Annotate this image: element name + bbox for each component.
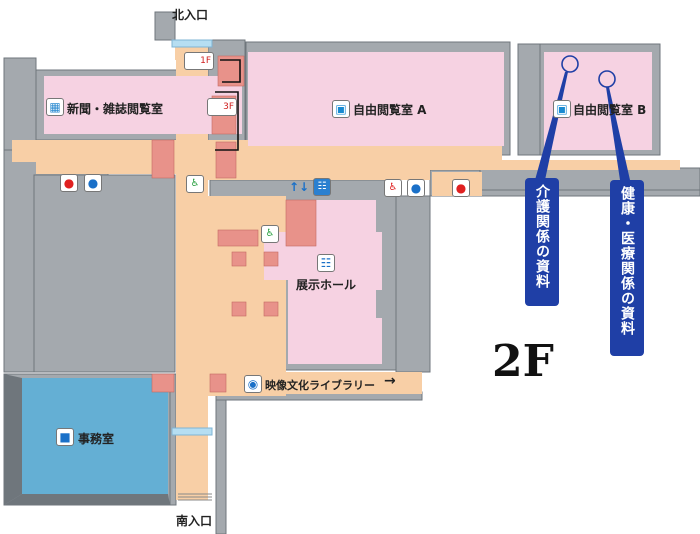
mens-restroom-icon: ● (84, 174, 102, 192)
newspaper-icon: ▦ (46, 98, 64, 116)
reading-room-icon: ▣ (553, 100, 571, 118)
room-reading-a[interactable] (248, 52, 504, 146)
callout-marker-1[interactable] (561, 55, 579, 73)
north-entrance-glass (171, 39, 213, 48)
room-reading-b[interactable] (544, 52, 652, 150)
elevator-arrows: ↑↓ (289, 180, 310, 194)
womens-restroom-icon: ● (60, 174, 78, 192)
south-entrance-steps (178, 493, 212, 501)
room-reading-a-label[interactable]: 自由閲覧室 A (353, 103, 427, 117)
wheelchair-ramp-icon: ♿ (261, 225, 279, 243)
stairs-down-icon[interactable]: 1F (184, 52, 214, 70)
office-icon: ■ (56, 428, 74, 446)
stair-route-line (220, 59, 241, 83)
room-office-label[interactable]: 事務室 (78, 432, 115, 446)
callout-pointer-2 (606, 87, 630, 180)
accessible-restroom-icon: ♿ (384, 179, 402, 197)
south-entrance-label: 南入口 (176, 514, 213, 528)
video-library-label[interactable]: 映像文化ライブラリー (265, 379, 375, 392)
stair-route-line (215, 91, 239, 151)
exhibition-icon: ☷ (317, 254, 335, 272)
floor-label: 2F (492, 336, 554, 387)
elevator-icon[interactable]: ☷ (313, 178, 331, 196)
room-newspaper-label[interactable]: 新聞・雑誌閲覧室 (67, 102, 164, 116)
reading-room-icon: ▣ (332, 100, 350, 118)
stairs-up-icon[interactable]: 3F (207, 98, 237, 116)
south-entrance-glass (171, 427, 213, 436)
stairs-up-label: 3F (223, 101, 234, 112)
room-reading-b-label[interactable]: 自由閲覧室 B (573, 103, 647, 117)
video-library-arrow: → (384, 373, 396, 389)
callout-health-medical-materials[interactable]: 健康・医療関係の資料 (610, 180, 644, 356)
callout-pointer-1 (535, 72, 568, 180)
mens-restroom-icon: ● (407, 179, 425, 197)
womens-restroom-icon: ● (452, 179, 470, 197)
room-exhibition-label[interactable]: 展示ホール (296, 278, 357, 292)
wheelchair-slope-icon: ♿ (186, 175, 204, 193)
video-camera-icon: ◉ (244, 375, 262, 393)
callout-care-materials[interactable]: 介護関係の資料 (525, 178, 559, 306)
north-entrance-label: 北入口 (172, 8, 209, 22)
room-office[interactable] (22, 378, 168, 494)
stairs-down-label: 1F (200, 55, 211, 66)
